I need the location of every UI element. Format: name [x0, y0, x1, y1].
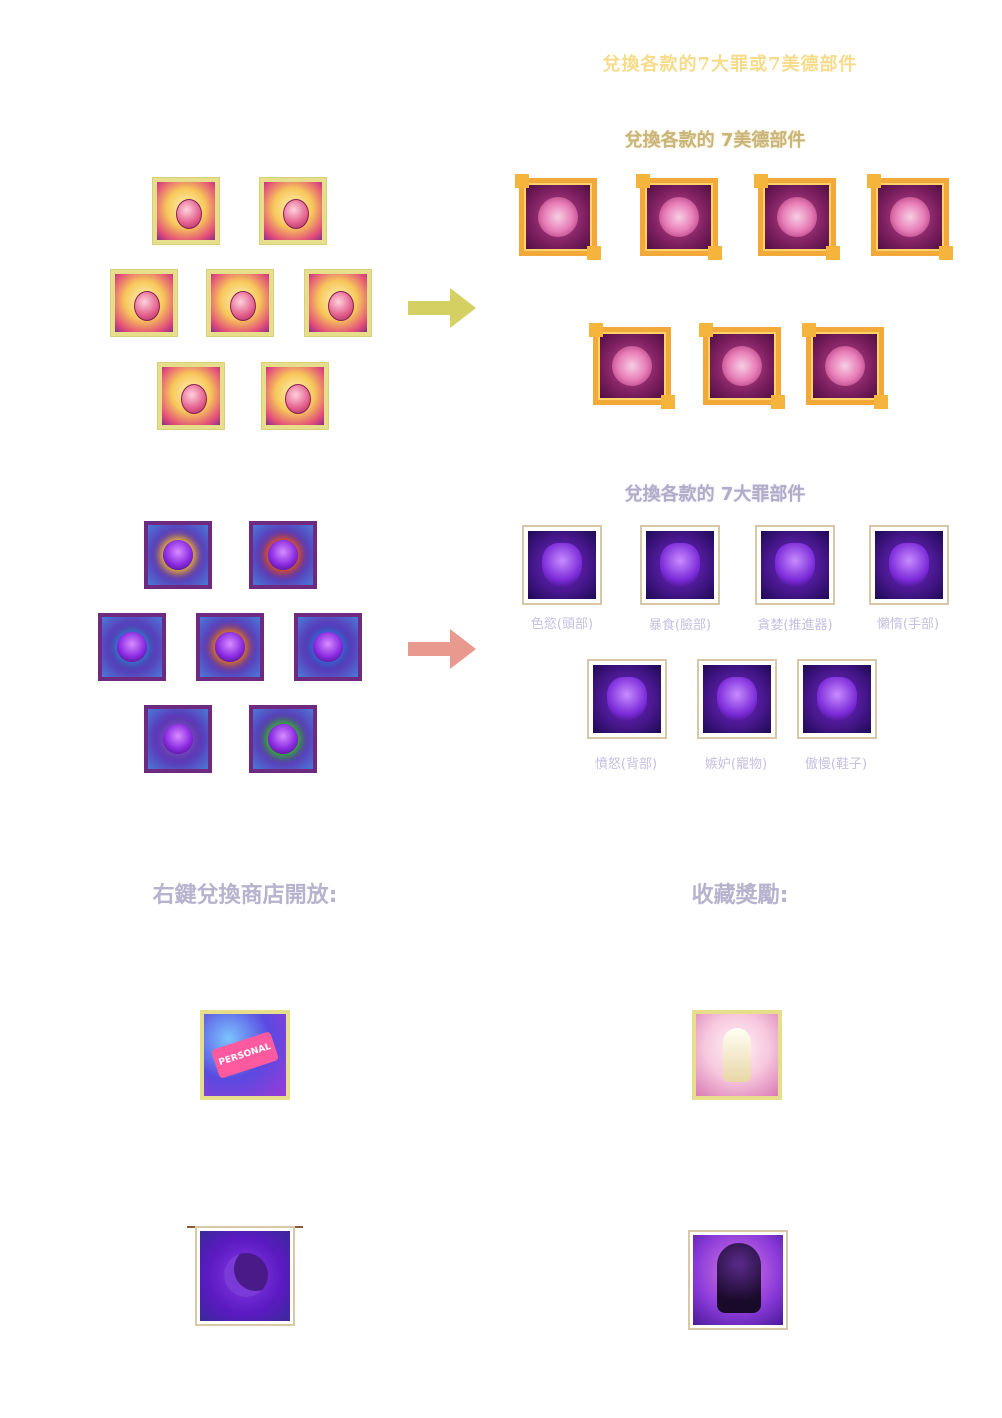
virtue-item-helmet[interactable]: [636, 174, 722, 260]
sin-gem-4[interactable]: [196, 613, 264, 681]
sin-item-wrath[interactable]: [587, 659, 667, 739]
gem-core-icon: [285, 384, 311, 414]
sin-item-lust[interactable]: [522, 525, 602, 605]
virtue-item-gauntlet[interactable]: [867, 174, 953, 260]
virtue-helmet-icon: [659, 197, 699, 237]
sin-caption-gluttony: 暴食(臉部): [648, 618, 712, 633]
virtue-item-crystal-wings[interactable]: [699, 323, 785, 409]
sin-boots-icon: [817, 677, 857, 721]
personal-ticket-item[interactable]: PERSONAL: [200, 1010, 290, 1100]
sin-item-gluttony[interactable]: [640, 525, 720, 605]
collection-reward-title: 收藏獎勵:: [691, 883, 789, 908]
virtue-gem-1[interactable]: [153, 178, 219, 244]
sin-item-sloth[interactable]: [869, 525, 949, 605]
sin-pet-icon: [717, 677, 757, 721]
sin-gem-6[interactable]: [144, 705, 212, 773]
virtue-item-angel-pet[interactable]: [802, 323, 888, 409]
demon-orb-icon: [215, 632, 245, 662]
virtue-angel-avatar-icon: [723, 1028, 751, 1082]
sin-gem-3[interactable]: [98, 613, 166, 681]
demon-orb-icon: [268, 540, 298, 570]
frame-stick: [187, 1226, 303, 1228]
demon-orb-icon: [117, 632, 147, 662]
sin-item-envy[interactable]: [697, 659, 777, 739]
sin-horns-icon: [542, 543, 582, 587]
sin-caption-lust: 色慾(頭部): [530, 617, 594, 632]
virtue-crystal-wings-icon: [722, 346, 762, 386]
virtue-gauntlet-icon: [890, 197, 930, 237]
sin-caption-wrath: 憤怒(背部): [594, 757, 658, 772]
virtue-halo-icon: [538, 197, 578, 237]
sin-ticket-item[interactable]: [187, 1224, 303, 1328]
demon-orb-icon: [313, 632, 343, 662]
virtue-gem-4[interactable]: [207, 270, 273, 336]
sin-claw-icon: [889, 543, 929, 587]
arrow-right-icon: [408, 629, 476, 669]
virtue-angel-pet-icon: [825, 346, 865, 386]
sin-thruster-icon: [775, 543, 815, 587]
virtue-item-weapon[interactable]: [754, 174, 840, 260]
gem-core-icon: [181, 384, 207, 414]
sin-item-pride[interactable]: [797, 659, 877, 739]
arrow-right-icon: [408, 288, 476, 328]
sin-gem-7[interactable]: [249, 705, 317, 773]
sin-caption-greed: 貪婪(推進器): [757, 618, 833, 633]
virtue-gem-3[interactable]: [111, 270, 177, 336]
virtue-gem-5[interactable]: [305, 270, 371, 336]
virtue-item-halo[interactable]: [515, 174, 601, 260]
virtue-gem-2[interactable]: [260, 178, 326, 244]
gem-core-icon: [328, 291, 354, 321]
sin-caption-pride: 傲慢(鞋子): [804, 757, 868, 772]
virtue-item-golden-wings[interactable]: [589, 323, 675, 409]
gem-core-icon: [230, 291, 256, 321]
shop-open-title: 右鍵兌換商店開放:: [152, 883, 338, 908]
virtue-feather-weapon-icon: [777, 197, 817, 237]
sin-moon-icon: [224, 1253, 268, 1297]
gem-core-icon: [283, 199, 309, 229]
demon-orb-icon: [268, 724, 298, 754]
virtue-reward-item[interactable]: [692, 1010, 782, 1100]
personal-ticket-icon: PERSONAL: [210, 1031, 280, 1079]
virtue-gem-7[interactable]: [262, 363, 328, 429]
gem-core-icon: [176, 199, 202, 229]
virtue-gem-6[interactable]: [158, 363, 224, 429]
sin-caption-envy: 嫉妒(寵物): [704, 757, 768, 772]
sin-item-greed[interactable]: [755, 525, 835, 605]
page-title: 兌換各款的7大罪或7美德部件: [602, 54, 858, 75]
virtues-title: 兌換各款的 7美德部件: [624, 130, 806, 151]
virtue-golden-wings-icon: [612, 346, 652, 386]
sin-mask-icon: [660, 543, 700, 587]
sin-reward-item[interactable]: [686, 1226, 790, 1334]
sin-hooded-avatar-icon: [717, 1243, 761, 1313]
demon-orb-icon: [163, 724, 193, 754]
demon-orb-icon: [163, 540, 193, 570]
sin-caption-sloth: 懶惰(手部): [876, 617, 940, 632]
sin-gem-2[interactable]: [249, 521, 317, 589]
sins-title: 兌換各款的 7大罪部件: [624, 484, 806, 505]
sin-wings-icon: [607, 677, 647, 721]
sin-gem-1[interactable]: [144, 521, 212, 589]
sin-gem-5[interactable]: [294, 613, 362, 681]
gem-core-icon: [134, 291, 160, 321]
